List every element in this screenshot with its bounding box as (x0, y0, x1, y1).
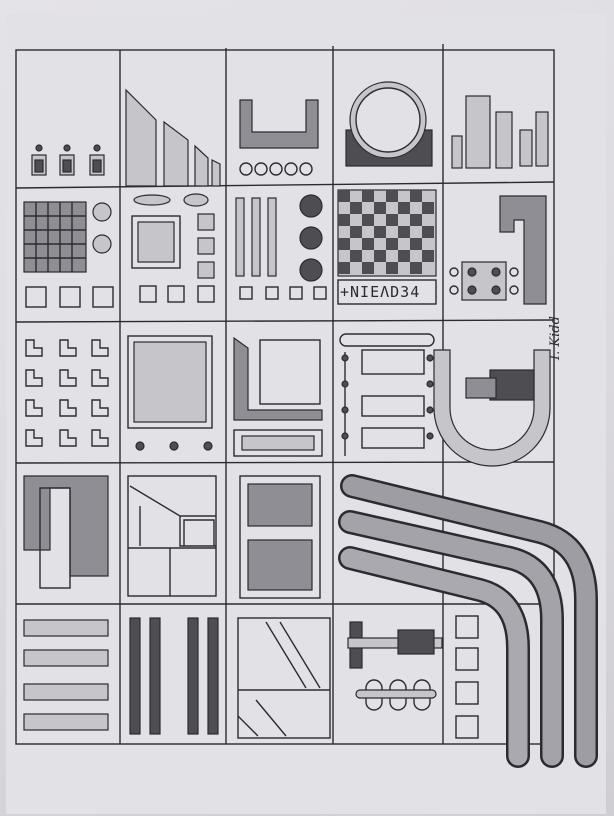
cell-r1c1 (31, 144, 105, 176)
cell-r5c3 (237, 617, 331, 739)
cell-r5c5 (455, 615, 479, 739)
cell-r3c5 (433, 349, 551, 467)
cell-r3c2 (127, 335, 213, 451)
cell-r2c1 (23, 201, 114, 308)
cell-r3c3 (233, 336, 323, 457)
cell-r2c5 (449, 195, 547, 305)
cell-lettering: +NIEΛD34 (340, 283, 421, 301)
cell-r2c4 (337, 189, 437, 305)
cell-r1c4 (345, 81, 433, 167)
cell-r4c2 (127, 475, 217, 597)
cell-r4c3 (239, 475, 321, 599)
cell-r1c3 (239, 99, 319, 176)
cell-r3c4 (339, 333, 435, 456)
cell-r4c1 (23, 475, 109, 589)
cell-r1c5 (451, 95, 549, 169)
artist-signature: I. Kidd (548, 316, 563, 360)
bent-pipes (338, 474, 598, 768)
cell-r5c2 (129, 617, 219, 735)
cell-r3c1 (25, 339, 109, 447)
grid-lines (15, 44, 555, 745)
cell-r2c2 (131, 193, 215, 303)
cell-r5c1 (23, 619, 109, 731)
cell-r5c4 (347, 621, 443, 711)
cell-r1c2 (125, 88, 221, 187)
cell-r2c3 (235, 194, 327, 300)
